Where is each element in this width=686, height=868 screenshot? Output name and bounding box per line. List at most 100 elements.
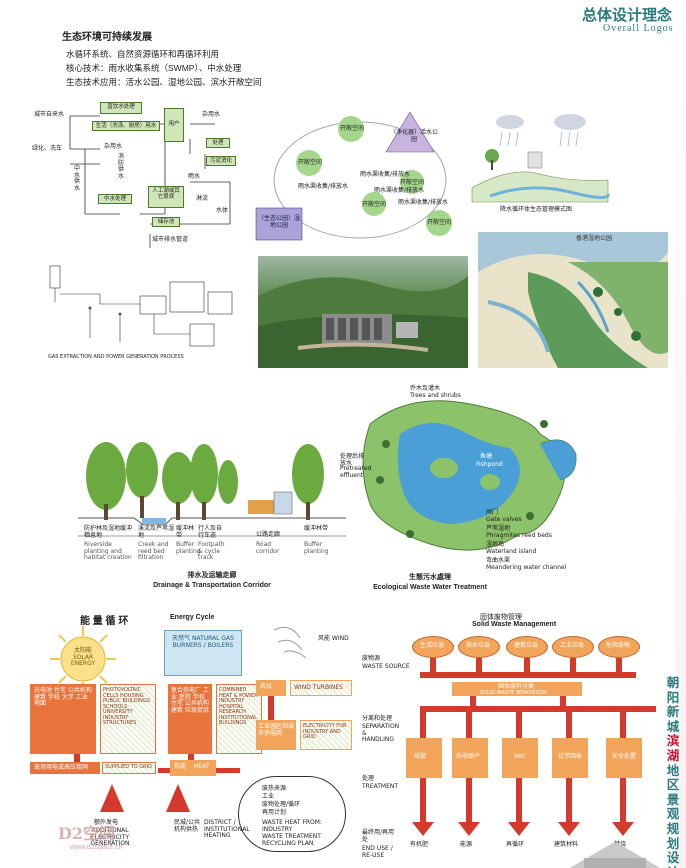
energy-wind-icon — [273, 626, 307, 659]
solid-waste-treat-4 — [552, 738, 588, 778]
cycle-node-1 — [338, 116, 364, 142]
flow-box-domestic-water: 生活（洗涤、厨房）用水 — [92, 121, 160, 131]
flow-label-fire-supply: 消防供水 — [118, 153, 125, 180]
corridor-label-en-1: Riverside planting and habitat creation — [84, 541, 132, 562]
energy-gas-box — [164, 630, 242, 676]
energy-title-en: Energy Cycle — [170, 614, 215, 621]
energy-wind-box — [256, 680, 286, 696]
energy-waste-list-2: 工业 — [262, 793, 275, 800]
treatment-label-island-en: Waterland island — [486, 548, 537, 555]
intro-line-1: 水循环系统、自然资源循环和再循环利用 — [66, 49, 220, 59]
flow-box-user: 用户 — [164, 108, 184, 142]
energy-heat-box-en: HEAT — [194, 763, 210, 770]
solid-waste-source-5-text: 危险废物 — [606, 642, 631, 649]
side-title-char-2: 阳 — [666, 690, 680, 705]
solid-waste-separation-en: SOLID WASTE SEPARATION — [480, 690, 547, 696]
solid-waste-source-3-text: 建筑垃圾 — [514, 642, 539, 649]
energy-waste-list-4: 再用计划 — [262, 809, 287, 816]
energy-wind-box-text: 风机 — [260, 683, 273, 690]
treatment-label-island: 湿地岛 — [486, 541, 505, 548]
corridor-label-5: 公路走廊 — [256, 531, 281, 538]
flow-box-storage: 储存池 — [152, 217, 180, 227]
energy-wind-box-en-box — [290, 680, 352, 696]
rain-cycle-image — [471, 114, 610, 203]
solid-waste-row-3: 处理 — [362, 775, 375, 782]
flow-label-water-body: 水体 — [216, 207, 229, 214]
cycle-link-3: 雨水渠收集/排放水 — [374, 187, 425, 194]
energy-wind-box-en: WIND TURBINES — [294, 684, 343, 691]
solid-waste-treat-3-text: IWC — [514, 753, 526, 760]
solid-waste-source-5 — [598, 636, 640, 658]
energy-district-en: DISTRICT / INSTITUTIONAL HEATING — [204, 819, 250, 840]
solid-waste-source-4 — [552, 636, 594, 658]
energy-waste-list-1: 废热来源 — [262, 785, 287, 792]
treatment-label-reed: 芦苇湿地 — [486, 525, 511, 532]
side-title-char-11: 规 — [666, 821, 680, 836]
flow-box-treatment: 处理 — [206, 138, 230, 148]
side-title-char-1: 朝 — [666, 676, 680, 690]
energy-grid-box-en: ELECTRICITY FOR INDUSTRY AND GRID — [303, 723, 347, 740]
treatment-label-fishpond: 鱼塘 — [480, 453, 493, 460]
energy-gas-uses — [168, 684, 212, 754]
treatment-caption-en: Ecological Waste Water Treatment — [373, 584, 487, 591]
roof-silhouette — [570, 842, 660, 868]
corridor-image — [78, 442, 346, 537]
energy-waste-list-3: 废物处理/循环 — [262, 801, 301, 808]
side-title-char-5: 滨 — [666, 734, 680, 749]
side-title-char-9: 景 — [666, 792, 680, 807]
solid-waste-end-1: 有机肥 — [410, 841, 429, 848]
side-title-char-8: 区 — [666, 778, 680, 793]
facility-photo-image — [258, 276, 468, 368]
energy-waste-en-2: INDUSTRY — [262, 826, 293, 833]
flow-label-rain: 雨水 — [188, 173, 201, 180]
solid-waste-separation-text: 固体废料分类 — [498, 683, 535, 690]
corridor-label-6: 缓冲林带 — [304, 525, 329, 532]
flow-label-misc-water-2: 杂用水 — [104, 143, 123, 150]
energy-grid-strip-text: 现场用电或高压接网 — [34, 764, 89, 771]
solid-waste-row-4: 最终用/再用处 — [362, 829, 395, 843]
energy-grid-box-text: 工业园区和城市供电网 — [258, 723, 295, 737]
header-rule — [675, 0, 686, 868]
rain-caption: 降水循环体生态管理模式图 — [500, 206, 573, 213]
watermark-url: www.d2space.cn — [70, 844, 123, 851]
solid-waste-row-4-en: END USE / RE-USE — [362, 845, 393, 859]
solid-waste: 固体废物管理 Solid Waste Management 废物源 WASTE … — [362, 610, 670, 864]
energy-extra-power: 额外发电 — [94, 819, 119, 826]
solid-waste-row-2-en: SEPARATION & HANDLING — [362, 723, 400, 744]
header-title-en: Overall Logos — [603, 23, 674, 34]
solid-waste-treat-2 — [452, 738, 488, 778]
gas-extraction-image — [49, 265, 233, 347]
treatment-label-trees: 乔木及灌木 — [410, 385, 441, 392]
solid-waste-treat-5-text: 安全处置 — [612, 753, 637, 760]
solid-waste-treat-4-text: 化学回收 — [558, 753, 583, 760]
solid-waste-separation — [452, 682, 582, 696]
solid-waste-source-1 — [412, 636, 454, 658]
gas-caption: GAS EXTRACTION AND POWER GENERATION PROC… — [48, 354, 184, 360]
solid-waste-treat-5 — [606, 738, 642, 778]
flow-box-artificial-lake: 人工湖或其它景观 — [148, 186, 184, 208]
energy-grid-strip-en: SUPPLIED TO GRID — [105, 764, 152, 770]
intro-line-3: 生态技术应用：活水公园、湿地公园、滨水开敞空间 — [66, 77, 262, 87]
solid-waste-source-2 — [458, 636, 500, 658]
solid-waste-treat-3 — [502, 738, 538, 778]
energy-gas-uses-en: COMBINED HEAT & POWER INDUSTRY HOSPITAL … — [219, 687, 258, 726]
energy-waste-en-1: WASTE HEAT FROM: — [262, 819, 322, 826]
water-flow-diagram: 直饮水处理 城市自来水 生活（洗涤、厨房）用水 用户 杂用水 绿化、洗车 杂用水… — [30, 94, 245, 248]
flow-box-sludge: 污泥消化 — [206, 156, 236, 166]
solid-waste-end-4: 建筑材料 — [554, 841, 579, 848]
facility-photo — [258, 256, 468, 368]
solid-waste-treat-1 — [406, 738, 442, 778]
energy-grid-strip-en-box — [102, 762, 156, 774]
side-title-char-3: 新 — [666, 705, 680, 720]
corridor-label-en-5: Road corridor — [256, 541, 280, 555]
side-title-char-14: 计 — [663, 866, 683, 868]
corridor-label-en-2: Creek and reed bed filtration — [138, 541, 169, 562]
solid-waste-treat-1-text: 堆肥 — [414, 753, 427, 760]
energy-waste-cloud — [238, 776, 346, 852]
energy-waste-en-3: WASTE TREATMENT — [262, 833, 321, 840]
corridor-label-3: 缓冲林带 — [176, 525, 195, 539]
cycle-node-label-4: 开敞空间 — [362, 201, 387, 208]
corridor-label-en-3: Buffer planting — [176, 541, 201, 555]
solid-waste-row-2: 分离和处理 — [362, 715, 393, 722]
treatment-label-effluent-en: Pretreated effluent — [340, 465, 372, 479]
